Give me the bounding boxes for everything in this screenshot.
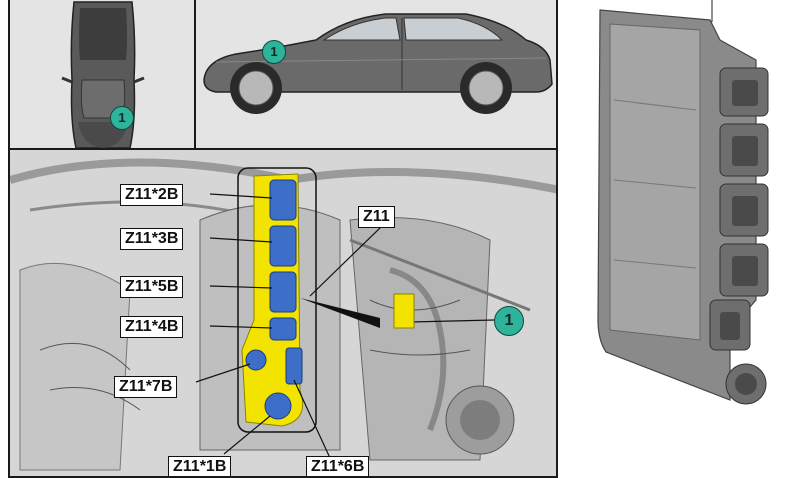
engine-bay-illustration bbox=[10, 150, 556, 476]
engine-bay-panel: Z11*2B Z11*3B Z11*5B Z11*4B Z11*7B Z11*1… bbox=[8, 148, 558, 478]
label-z11-1b: Z11*1B bbox=[168, 456, 232, 476]
car-top-view-illustration bbox=[61, 1, 145, 148]
label-z11-6b: Z11*6B bbox=[306, 456, 370, 476]
label-z11: Z11 bbox=[358, 206, 395, 228]
label-z11-4b: Z11*4B bbox=[120, 316, 184, 338]
label-z11-2b: Z11*2B bbox=[120, 184, 184, 206]
callout-top-view: 1 bbox=[110, 106, 134, 130]
callout-engine-bay: 1 bbox=[494, 306, 524, 336]
fuse-module-panel bbox=[570, 0, 800, 473]
car-top-view-panel: 1 bbox=[8, 0, 196, 150]
label-z11-7b: Z11*7B bbox=[114, 376, 178, 398]
label-z11-5b: Z11*5B bbox=[120, 276, 184, 298]
car-side-view-illustration bbox=[203, 13, 553, 114]
callout-side-view: 1 bbox=[262, 40, 286, 64]
fuse-module-illustration bbox=[597, 0, 769, 405]
car-side-view-panel: 1 bbox=[194, 0, 558, 150]
label-z11-3b: Z11*3B bbox=[120, 228, 184, 250]
